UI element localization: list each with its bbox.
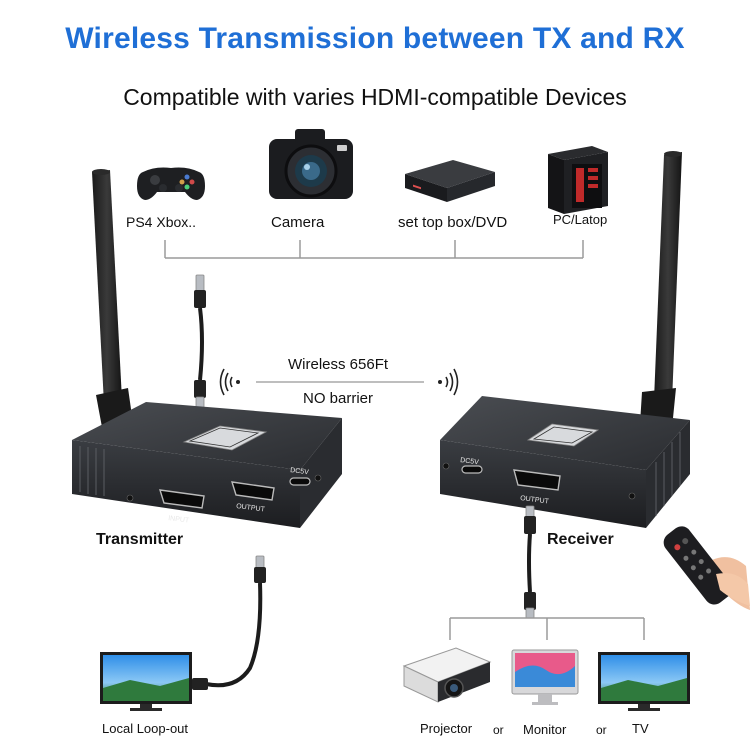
signal-right-icon <box>438 368 459 396</box>
loopout-tv-icon <box>100 652 192 711</box>
transmitter-device: INPUT OUTPUT DC5V <box>72 169 342 528</box>
source-label-pc: PC/Latop <box>553 212 608 227</box>
display-label-monitor: Monitor <box>523 722 567 737</box>
signal-left-icon <box>219 368 240 396</box>
sources-bracket <box>164 240 584 259</box>
monitor-icon <box>511 649 579 705</box>
input-cable <box>194 274 206 410</box>
source-label-camera: Camera <box>271 214 325 231</box>
page-subtitle: Compatible with varies HDMI-compatible D… <box>123 84 627 110</box>
or-separator-2: or <box>596 723 607 737</box>
set-top-box-icon <box>405 160 495 202</box>
source-label-set-top-box: set top box/DVD <box>398 214 508 231</box>
wireless-range-label: Wireless 656Ft <box>288 356 389 373</box>
tx-port-power-label: DC5V <box>290 467 310 476</box>
tx-hdmi-output-port <box>231 481 275 501</box>
source-label-gamepad: PS4 Xbox.. <box>126 214 197 230</box>
rx-usb-c-port <box>461 465 483 474</box>
receiver-device: DC5V OUTPUT <box>440 151 690 528</box>
camera-icon <box>269 129 353 199</box>
loopout-cable <box>192 555 266 690</box>
rx-hdmi-output-port <box>513 469 561 491</box>
projector-icon <box>402 647 492 703</box>
tv-icon <box>598 652 690 711</box>
tx-port-output-label: OUTPUT <box>236 503 266 514</box>
wireless-barrier-label: NO barrier <box>303 390 374 407</box>
pc-tower-icon <box>548 146 608 214</box>
tx-port-input-label: INPUT <box>168 515 190 525</box>
receiver-label: Receiver <box>547 531 614 548</box>
rx-output-cable <box>524 505 536 619</box>
page-title: Wireless Transmission between TX and RX <box>65 22 685 55</box>
displays-bracket <box>449 617 645 640</box>
or-separator-1: or <box>493 723 504 737</box>
rx-port-power-label: DC5V <box>460 457 480 466</box>
display-label-projector: Projector <box>420 721 473 736</box>
rx-port-output-label: OUTPUT <box>520 495 550 506</box>
display-label-tv: TV <box>632 721 649 736</box>
gamepad-icon <box>137 167 205 200</box>
tx-usb-c-port <box>289 477 311 486</box>
tx-hdmi-input-port <box>159 489 205 509</box>
loopout-label: Local Loop-out <box>102 721 189 736</box>
transmitter-label: Transmitter <box>96 531 184 548</box>
remote-control-icon <box>663 526 750 610</box>
